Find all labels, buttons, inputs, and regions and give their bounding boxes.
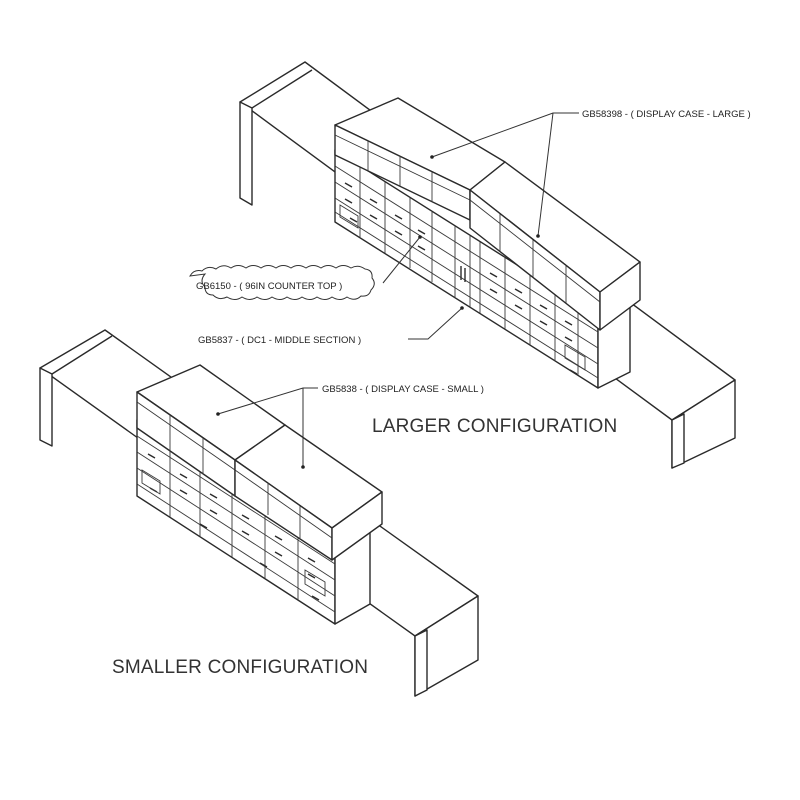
larger-configuration-assembly bbox=[239, 61, 736, 469]
larger-configuration-title: LARGER CONFIGURATION bbox=[372, 416, 617, 437]
callout-counter-top: GB6150 - ( 96IN COUNTER TOP ) bbox=[196, 281, 342, 292]
large-display-case-right bbox=[469, 161, 641, 331]
leader-lines bbox=[216, 112, 579, 469]
small-display-case-right bbox=[234, 424, 383, 561]
smaller-configuration-assembly bbox=[39, 329, 479, 697]
callout-middle-section: GB5837 - ( DC1 - MIDDLE SECTION ) bbox=[198, 335, 361, 346]
callout-display-case-large: GB58398 - ( DISPLAY CASE - LARGE ) bbox=[582, 109, 751, 120]
callout-display-case-small: GB5838 - ( DISPLAY CASE - SMALL ) bbox=[322, 384, 484, 395]
counter-top-revision-cloud bbox=[189, 265, 375, 300]
smaller-configuration-title: SMALLER CONFIGURATION bbox=[112, 657, 368, 678]
